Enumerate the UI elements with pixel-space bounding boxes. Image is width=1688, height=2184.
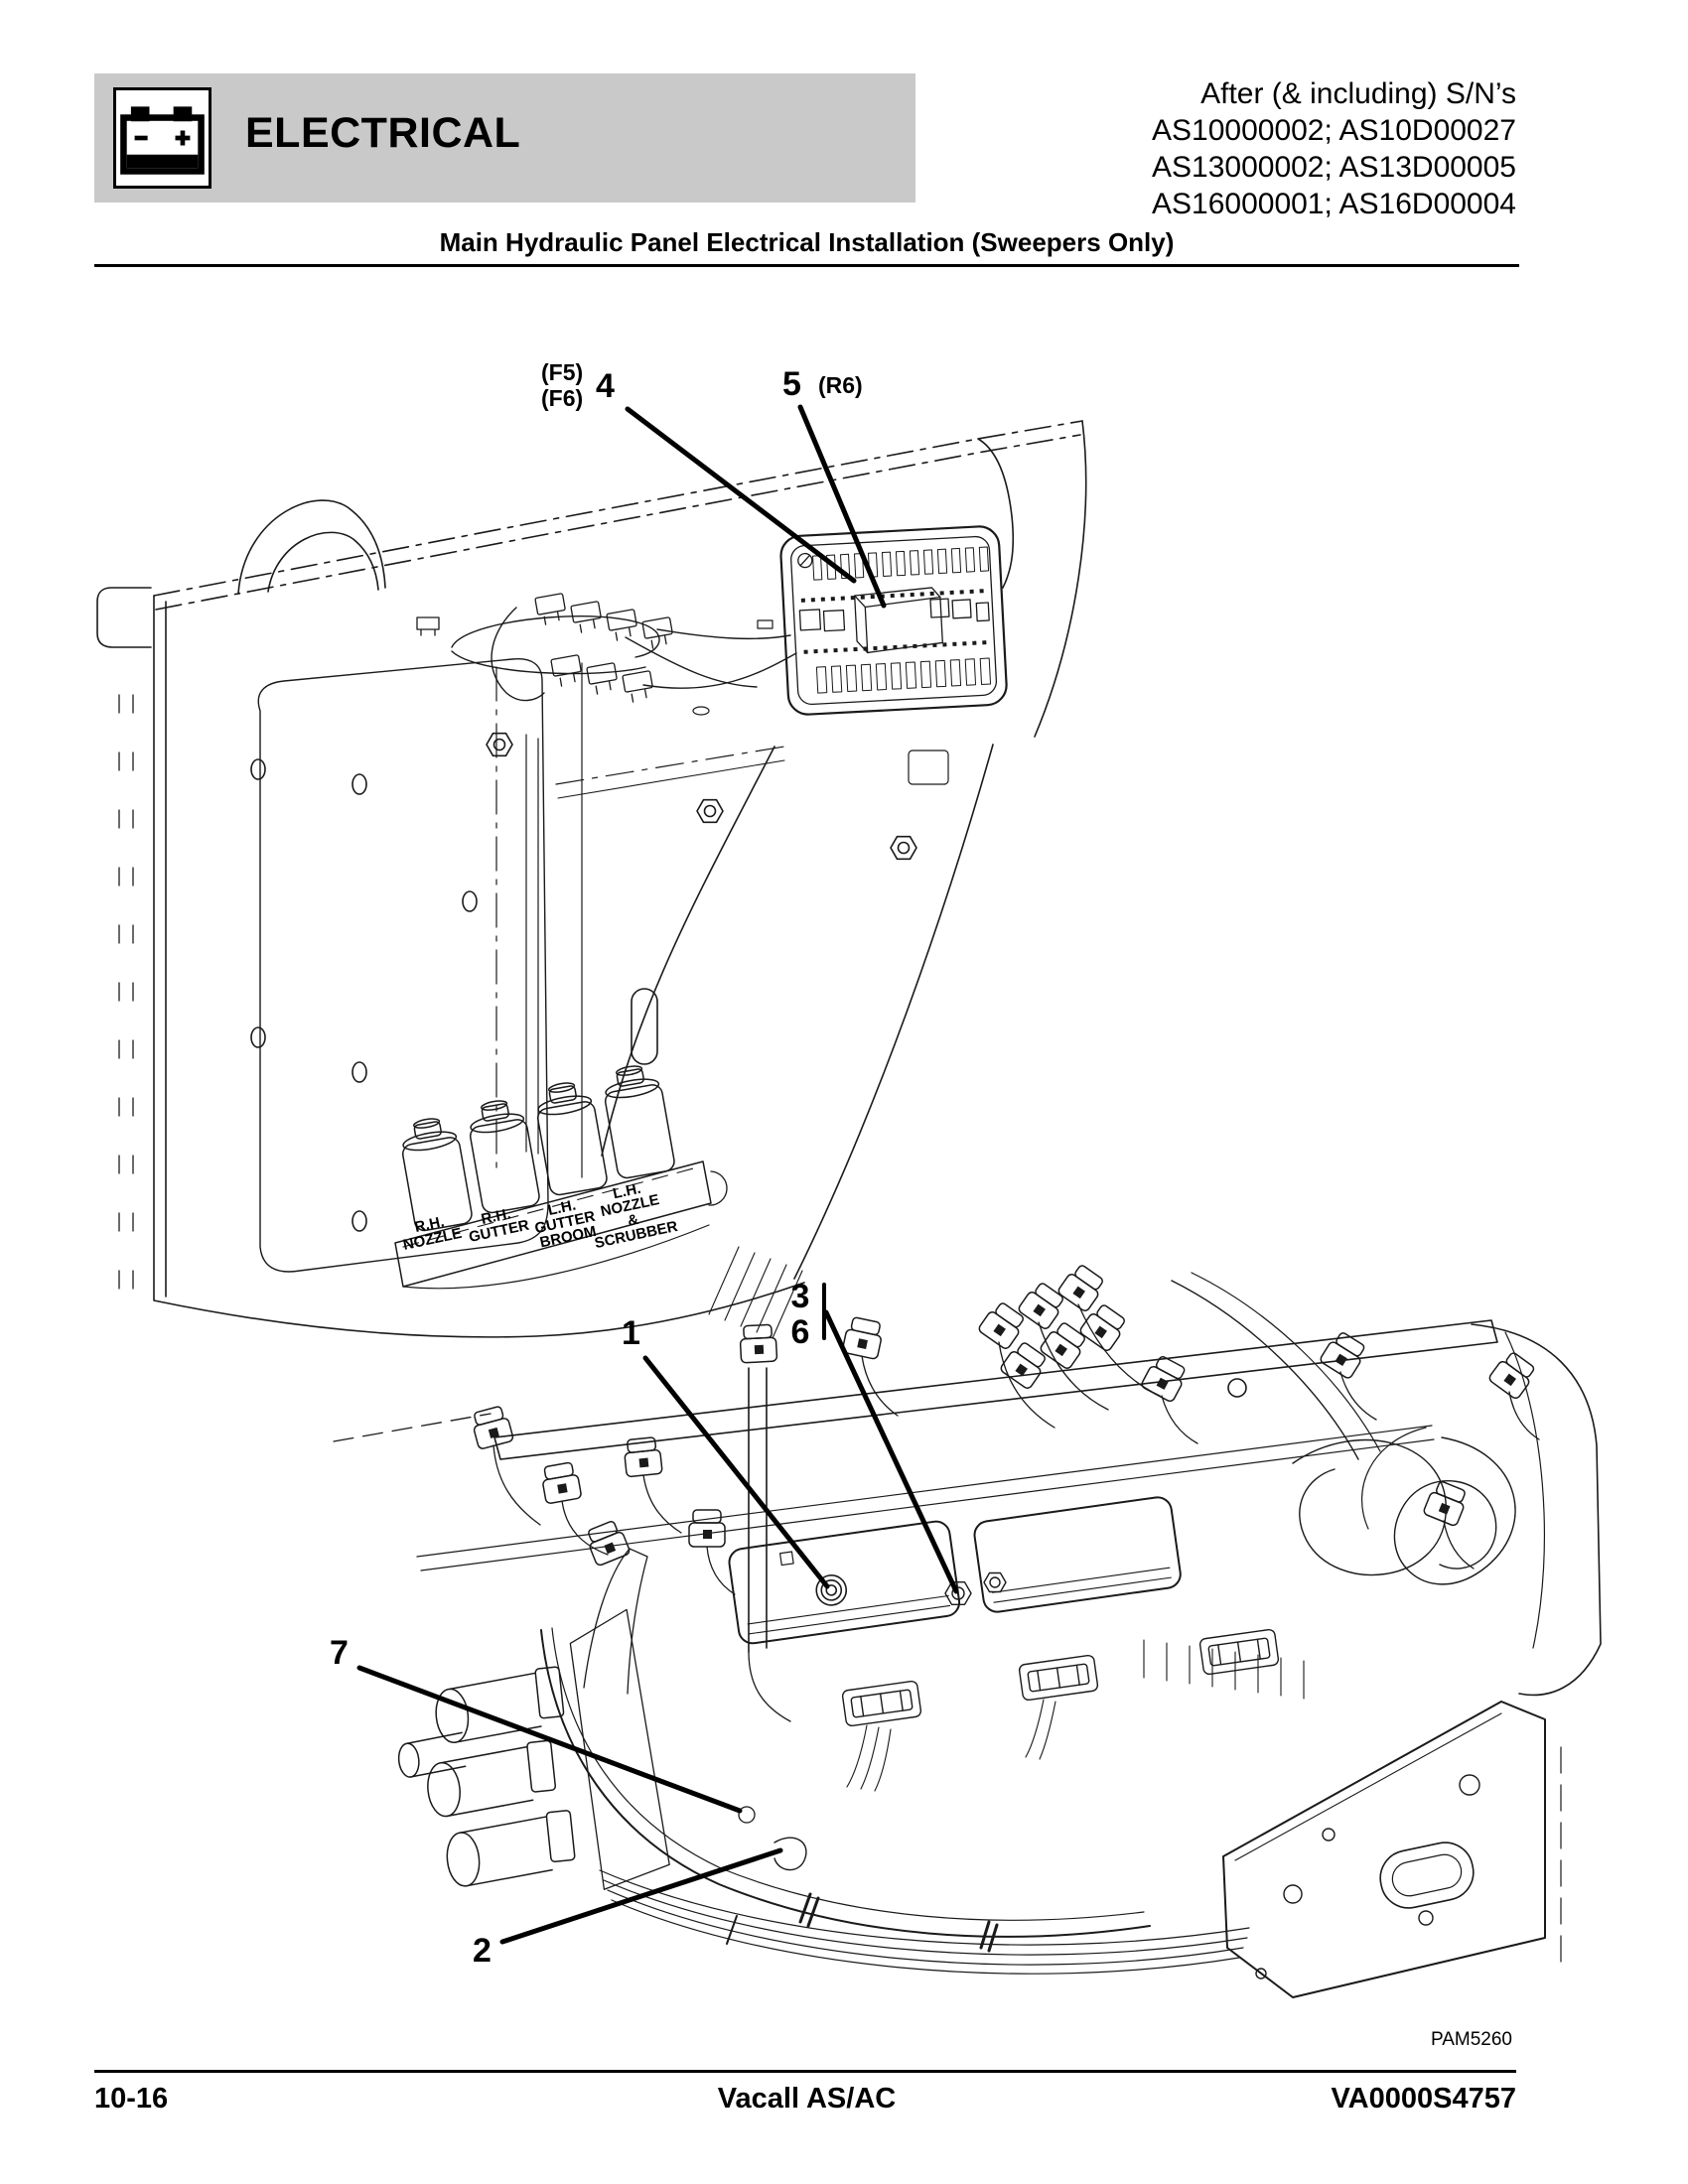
hex-bolt bbox=[890, 835, 917, 861]
callout-2: 2 bbox=[473, 1932, 492, 1970]
fuse-panel bbox=[779, 525, 1008, 716]
serial-note-line: AS16000001; AS16D00004 bbox=[1152, 188, 1516, 220]
terminal-dots bbox=[803, 640, 987, 654]
callout-5: 5 bbox=[782, 365, 801, 403]
callout-4-ref-f6: (F6) bbox=[541, 385, 584, 411]
footer-model: Vacall AS/AC bbox=[717, 2083, 897, 2115]
hose-loop bbox=[1292, 1439, 1447, 1576]
harness-wires bbox=[451, 607, 797, 702]
page-title: Main Hydraulic Panel Electrical Installa… bbox=[439, 227, 1175, 257]
hose-coil bbox=[1393, 1436, 1516, 1585]
grommet bbox=[815, 1574, 848, 1606]
footer-rule bbox=[94, 2070, 1516, 2073]
ecu-block-b bbox=[973, 1496, 1182, 1613]
leader-5 bbox=[797, 404, 887, 609]
clip bbox=[416, 616, 440, 636]
relay-cube bbox=[854, 587, 943, 654]
terminal-dots bbox=[800, 589, 984, 603]
ecu-block-a bbox=[728, 1520, 961, 1645]
callout-4-refs: (F5) (F6) bbox=[541, 359, 583, 411]
callout-6: 6 bbox=[790, 1313, 810, 1351]
serial-note-line: After (& including) S/N’s bbox=[1200, 77, 1516, 110]
hose-fittings bbox=[397, 1608, 670, 1890]
battery-icon-box bbox=[113, 87, 211, 189]
mounting-bolts bbox=[944, 1571, 1007, 1606]
callout-4: 4 bbox=[596, 367, 615, 405]
battery-icon bbox=[120, 106, 205, 175]
left-tab bbox=[96, 587, 152, 648]
callout-1: 1 bbox=[622, 1314, 640, 1352]
leader-1 bbox=[642, 1355, 830, 1589]
footer-document-number: VA0000S4757 bbox=[1331, 2083, 1516, 2115]
solenoid-coils bbox=[401, 1065, 675, 1232]
connector-plugs bbox=[469, 1261, 1540, 1568]
title-rule bbox=[94, 264, 1519, 267]
hex-bolt bbox=[696, 798, 724, 824]
callout-3-6-group: 3 6 bbox=[786, 1279, 814, 1350]
callout-leaders bbox=[356, 404, 959, 1945]
callout-4-ref-f5: (F5) bbox=[541, 359, 584, 385]
valve-manifold bbox=[394, 1160, 728, 1290]
callout-3: 3 bbox=[790, 1278, 810, 1315]
leader-4 bbox=[625, 406, 857, 584]
drawing-reference: PAM5260 bbox=[1430, 2029, 1512, 2050]
section-title: ELECTRICAL bbox=[245, 109, 521, 157]
fuse-row-top bbox=[812, 546, 990, 581]
leader-2 bbox=[499, 1847, 783, 1945]
bracket-plate bbox=[1222, 1701, 1546, 1998]
serial-note: After (& including) S/N’s AS10000002; AS… bbox=[1152, 75, 1516, 222]
fuse-row-bottom bbox=[815, 657, 992, 694]
hoses bbox=[540, 1272, 1516, 1975]
leader-3-6 bbox=[823, 1309, 959, 1594]
upper-diagram bbox=[96, 420, 1087, 1339]
header-band: ELECTRICAL bbox=[94, 73, 915, 203]
callout-5-ref-r6: (R6) bbox=[818, 372, 863, 398]
callout-7: 7 bbox=[330, 1634, 349, 1672]
lower-diagram bbox=[333, 1261, 1602, 1998]
leader-7 bbox=[356, 1665, 743, 1814]
connector-stems bbox=[492, 1303, 1540, 1595]
serial-note-line: AS13000002; AS13D00005 bbox=[1152, 151, 1516, 184]
footer-page-number: 10-16 bbox=[94, 2083, 169, 2115]
serial-note-line: AS10000002; AS10D00027 bbox=[1152, 114, 1516, 147]
harness-sockets bbox=[841, 1628, 1280, 1792]
hex-bolt bbox=[486, 732, 513, 757]
